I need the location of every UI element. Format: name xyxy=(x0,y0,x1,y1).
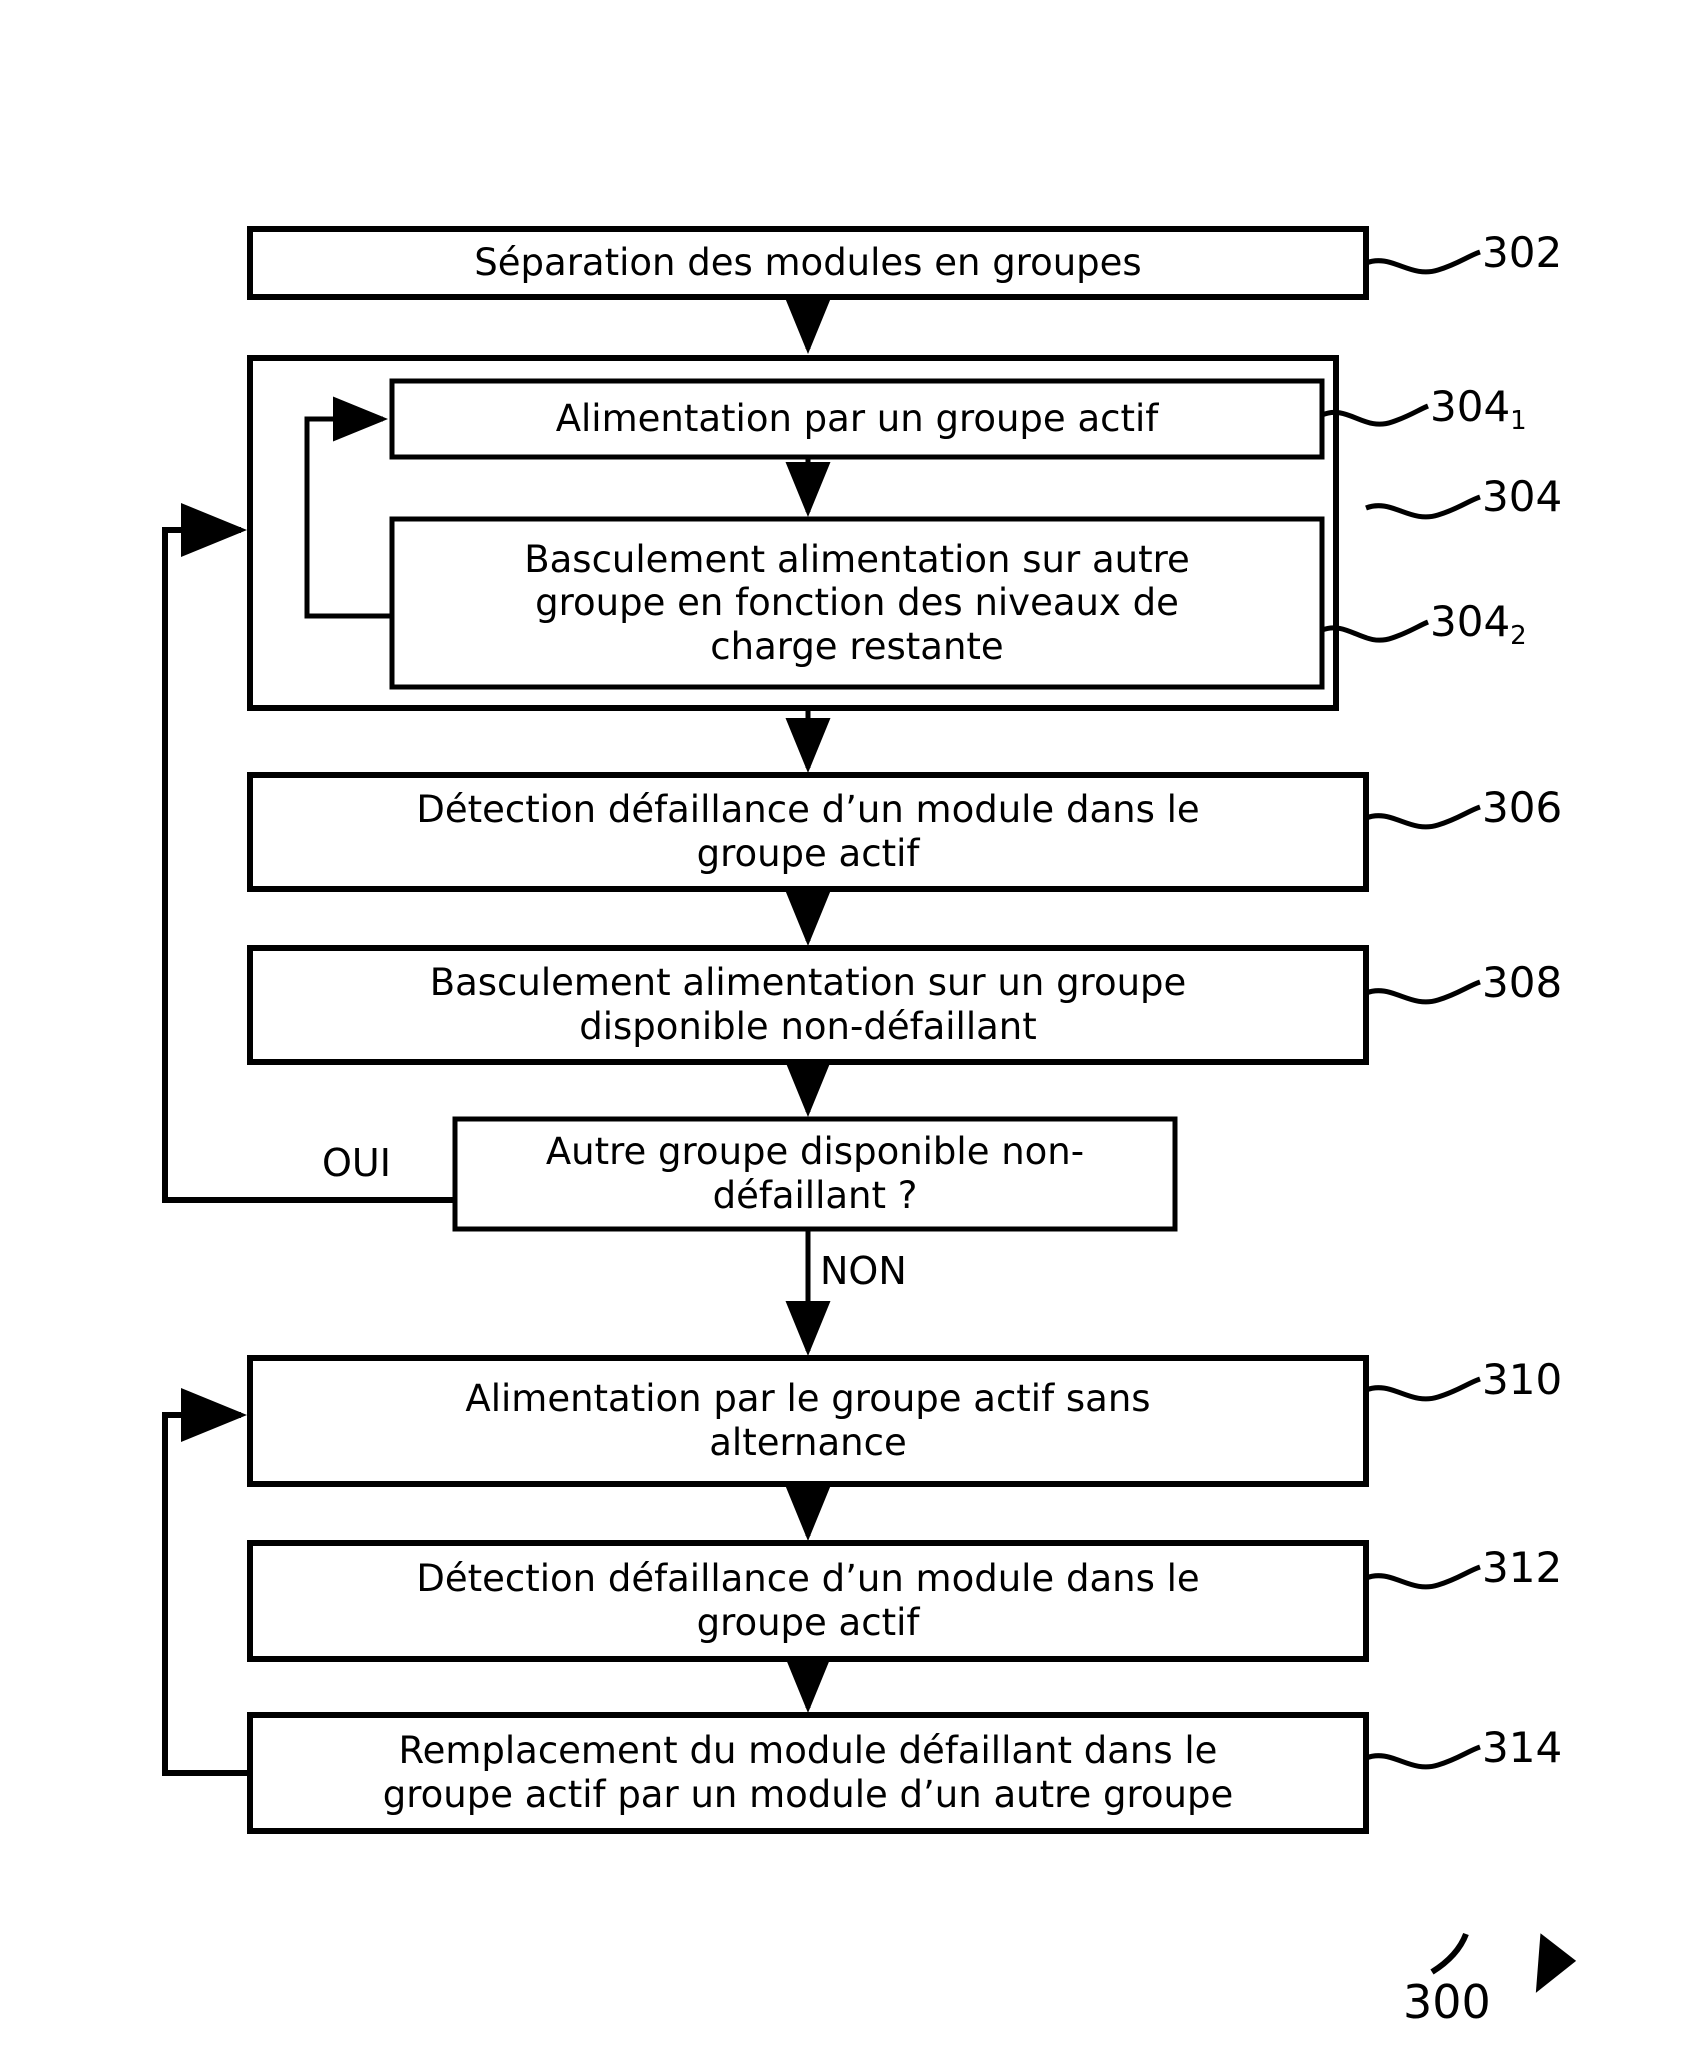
leader-312 xyxy=(1365,1564,1481,1590)
box-304-1-label: Alimentation par un groupe actif xyxy=(555,397,1159,441)
box-decision-rect xyxy=(452,1116,1178,1232)
box-314-label: Remplacement du module défaillant dans l… xyxy=(382,1729,1234,1816)
loop-oui-decision-to-304 xyxy=(162,503,455,1203)
leader-310 xyxy=(1365,1376,1481,1402)
ref-label-308: 308 xyxy=(1482,958,1563,1007)
ref-label-304-2-num: 304 xyxy=(1430,597,1511,646)
leader-306 xyxy=(1365,804,1481,830)
box-306-label: Détection défaillance d’un module dans l… xyxy=(416,788,1200,875)
edge-label-oui: OUI xyxy=(322,1141,391,1185)
loop-314-to-310 xyxy=(162,1388,250,1776)
leader-304-2 xyxy=(1321,619,1429,643)
box-308-label: Basculement alimentation sur un groupe d… xyxy=(429,961,1187,1048)
leader-304 xyxy=(1365,494,1481,520)
box-310-label: Alimentation par le groupe actif sans al… xyxy=(465,1377,1151,1464)
loop-304-2-to-304-1 xyxy=(304,396,392,619)
ref-label-304-1-sub: 1 xyxy=(1510,406,1527,436)
ref-label-310: 310 xyxy=(1482,1355,1563,1404)
box-304-1-rect xyxy=(389,378,1325,460)
box-308-rect xyxy=(247,945,1369,1065)
ref-label-304-2: 3042 xyxy=(1430,597,1527,651)
ref-label-304-1: 3041 xyxy=(1430,382,1527,436)
figure-300-arrowhead xyxy=(1535,1933,1577,1993)
leader-314 xyxy=(1365,1744,1481,1770)
ref-label-304-2-sub: 2 xyxy=(1510,621,1527,651)
leader-304-1 xyxy=(1321,403,1429,427)
box-302-label: Séparation des modules en groupes xyxy=(474,241,1142,285)
ref-label-302: 302 xyxy=(1482,228,1563,277)
figure-number-300: 300 xyxy=(1403,1975,1491,2029)
box-312-label: Détection défaillance d’un module dans l… xyxy=(416,1557,1200,1644)
box-decision-label: Autre groupe disponible non- défaillant … xyxy=(545,1130,1085,1217)
ref-label-314: 314 xyxy=(1482,1723,1563,1772)
ref-label-304-1-num: 304 xyxy=(1430,382,1511,431)
ref-label-306: 306 xyxy=(1482,783,1563,832)
box-310-rect xyxy=(247,1355,1369,1487)
edge-label-non: NON xyxy=(820,1249,907,1293)
ref-label-304: 304 xyxy=(1482,472,1563,521)
leader-308 xyxy=(1365,979,1481,1005)
leader-300-arrow xyxy=(1430,1932,1469,1975)
ref-label-312: 312 xyxy=(1482,1543,1563,1592)
box-304-2-rect xyxy=(389,516,1325,690)
box-304-2-label: Basculement alimentation sur autre group… xyxy=(524,537,1190,668)
leader-302 xyxy=(1365,249,1481,275)
